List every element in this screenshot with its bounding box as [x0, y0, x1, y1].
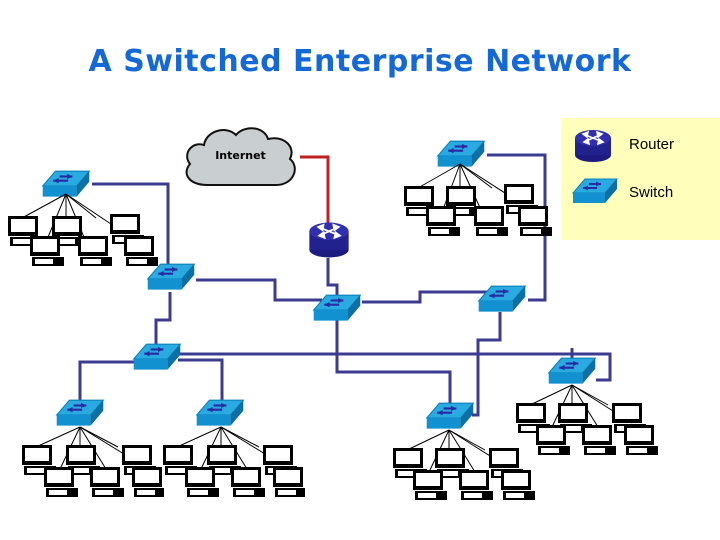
pc-cluster-bottom-right: [508, 383, 658, 460]
switch-bottom-middle[interactable]: [424, 400, 476, 441]
link-cloud-to-router: [300, 155, 330, 228]
switch-top-right[interactable]: [435, 138, 487, 179]
legend-item-router: Router: [571, 128, 674, 166]
switch-top-left[interactable]: [40, 168, 92, 209]
link-switch-ml-to-switch-core: [196, 278, 322, 302]
switch-bottom-right[interactable]: [546, 355, 598, 396]
page-title: A Switched Enterprise Network: [88, 44, 632, 79]
link-switch-core-to-switch-bm: [335, 318, 452, 406]
switch-left-tier2[interactable]: [131, 341, 183, 382]
pc-cluster-bottom-left-1: [14, 425, 166, 502]
switch-mid-right[interactable]: [476, 283, 528, 324]
link-switch-core-to-switch-mr: [362, 290, 492, 304]
link-switch-mr-to-switch-bm: [472, 312, 502, 417]
cloud-label: Internet: [215, 149, 266, 162]
pc-cluster-top-right: [398, 162, 563, 242]
legend-label-router: Router: [629, 136, 675, 153]
pc-icon: [393, 448, 535, 500]
internet-cloud: Internet: [178, 123, 303, 197]
pc-icon: [404, 184, 552, 236]
link-switch-l2-to-switch-br: [180, 352, 612, 382]
router-icon: [575, 130, 611, 162]
switch-icon: [571, 178, 619, 203]
router-core[interactable]: [305, 220, 353, 265]
pc-cluster-bottom-left-2: [155, 425, 307, 502]
switch-bottom-left-2[interactable]: [194, 397, 246, 438]
link-router-to-switch-core: [326, 258, 339, 298]
legend-label-switch: Switch: [629, 184, 674, 201]
legend-box: Router Switch: [561, 118, 720, 240]
pc-icon: [8, 214, 158, 266]
pc-icon: [163, 445, 307, 497]
pc-icon: [22, 445, 166, 497]
pc-cluster-bottom-middle: [385, 428, 535, 505]
switch-mid-left[interactable]: [145, 261, 197, 302]
link-switch-tl-to-switch-ml: [92, 182, 170, 268]
link-switch-ml-to-switch-l2: [154, 292, 172, 348]
legend-item-switch: Switch: [571, 176, 673, 214]
cloud-shape: [185, 127, 296, 186]
pc-icon: [516, 403, 658, 455]
link-switch-l2-to-switch-bl2: [178, 358, 224, 404]
pc-cluster-top-left: [0, 192, 165, 272]
switch-core[interactable]: [311, 292, 363, 333]
switch-bottom-left-1[interactable]: [54, 397, 106, 438]
link-switch-l2-to-switch-bl1: [78, 360, 152, 404]
